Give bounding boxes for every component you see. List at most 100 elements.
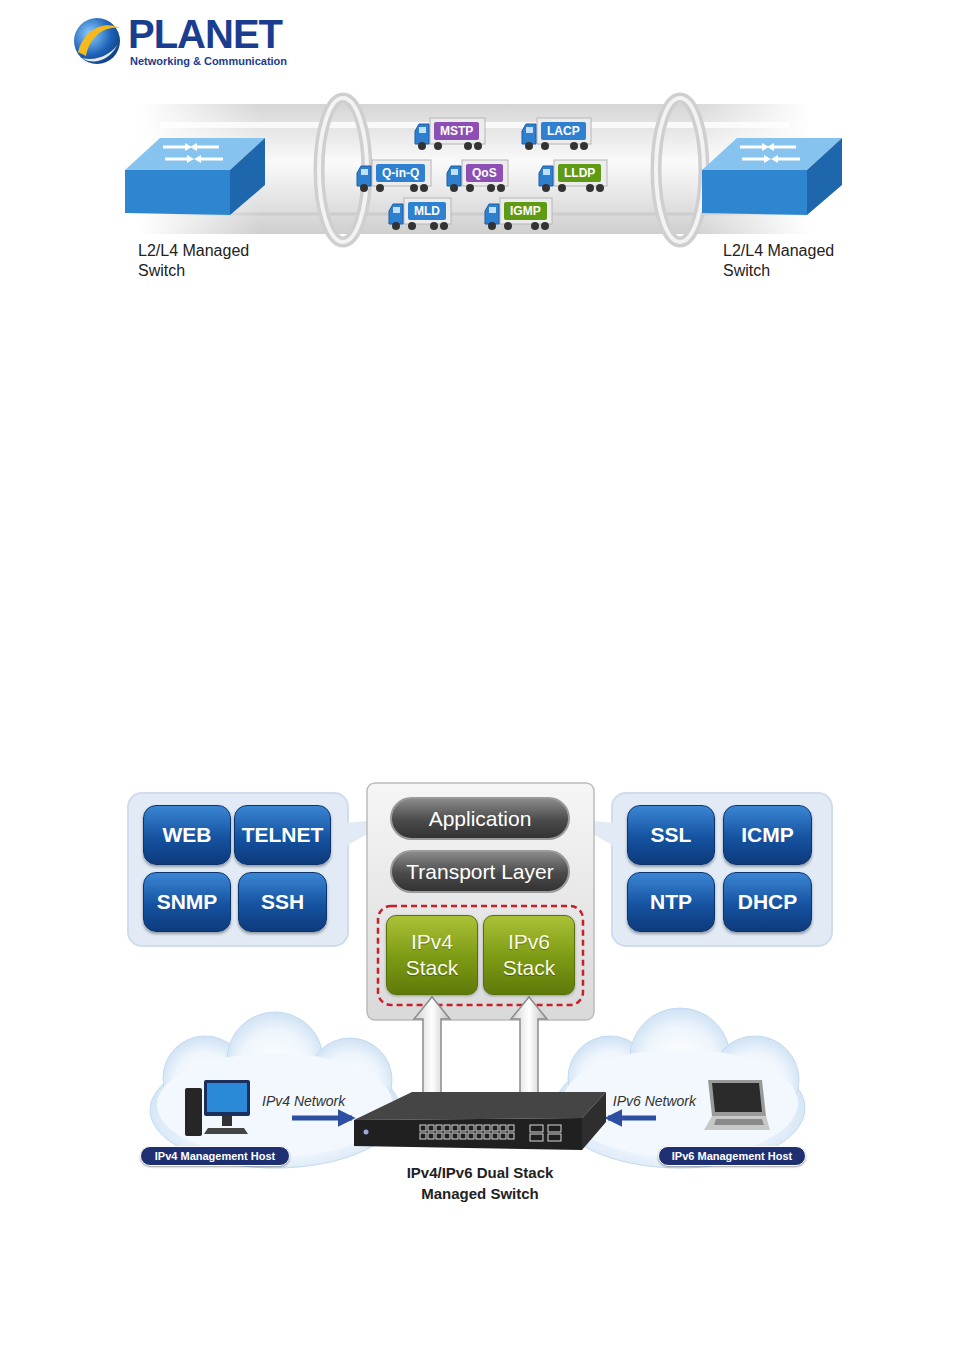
port bbox=[508, 1133, 514, 1139]
port bbox=[500, 1133, 506, 1139]
truck-wheel bbox=[596, 184, 604, 192]
network-tube bbox=[140, 98, 810, 242]
network-tube-part bbox=[656, 98, 704, 242]
truck-cab bbox=[485, 204, 499, 224]
port bbox=[420, 1133, 426, 1139]
protocol-button-text: WEB bbox=[163, 823, 212, 847]
truck-wheel bbox=[558, 184, 566, 192]
truck-wheel bbox=[580, 142, 588, 150]
managed-switch-text: L2/L4 Managed Switch bbox=[723, 241, 853, 281]
truck-window bbox=[451, 169, 458, 175]
protocol-truck: MLD bbox=[387, 197, 452, 231]
switch-arrow bbox=[163, 146, 187, 149]
truck-cargo bbox=[372, 160, 431, 186]
truck-wheel bbox=[408, 222, 416, 230]
truck-wheel bbox=[420, 184, 428, 192]
port bbox=[476, 1125, 482, 1131]
layer-bar-text: Transport Layer bbox=[406, 860, 553, 884]
truck-cargo bbox=[404, 198, 451, 224]
pc-stand bbox=[222, 1116, 232, 1126]
stack-panel bbox=[367, 783, 594, 1020]
truck-wheel bbox=[434, 142, 442, 150]
switch-side bbox=[807, 138, 842, 215]
led bbox=[364, 1130, 369, 1135]
laptop-screen bbox=[712, 1083, 762, 1112]
sfp-port bbox=[548, 1125, 561, 1132]
host-icon bbox=[658, 1078, 806, 1142]
port bbox=[476, 1133, 482, 1139]
port bbox=[436, 1133, 442, 1139]
port bbox=[484, 1125, 490, 1131]
switch-box bbox=[125, 135, 270, 217]
protocol-button-text: DHCP bbox=[738, 890, 798, 914]
protocol-truck: IGMP bbox=[483, 197, 553, 231]
switch-box bbox=[702, 135, 847, 217]
truck-window bbox=[543, 169, 550, 175]
truck-cargo bbox=[500, 198, 552, 224]
port bbox=[468, 1133, 474, 1139]
truck-cab bbox=[357, 166, 371, 186]
managed-switch-text: L2/L4 Managed Switch bbox=[138, 241, 268, 281]
truck-cargo bbox=[554, 160, 607, 186]
truck-wheel bbox=[360, 184, 368, 192]
ip-stack-box-text: IPv6 Stack bbox=[484, 929, 574, 982]
pc-screen bbox=[207, 1083, 247, 1112]
port bbox=[428, 1125, 434, 1131]
truck-window bbox=[393, 207, 400, 213]
switch-front bbox=[125, 170, 230, 215]
truck-cab bbox=[539, 166, 553, 186]
port bbox=[492, 1125, 498, 1131]
protocol-truck-text: LLDP bbox=[558, 164, 601, 182]
truck-wheel bbox=[392, 222, 400, 230]
switch-arrow-head bbox=[194, 155, 201, 163]
port bbox=[428, 1133, 434, 1139]
truck-wheel bbox=[541, 142, 549, 150]
truck-wheel bbox=[570, 142, 578, 150]
truck-cab bbox=[415, 124, 429, 144]
network-label: IPv4 Network bbox=[262, 1093, 345, 1109]
protocol-button: SNMP bbox=[143, 872, 231, 932]
protocol-button-text: SNMP bbox=[157, 890, 218, 914]
dual-stack-switch: IPv4/IPv6 Dual Stack Managed Switch bbox=[350, 1088, 610, 1210]
switch-front bbox=[354, 1118, 582, 1150]
switch-arrow-head bbox=[767, 143, 774, 151]
sfp-port bbox=[530, 1125, 543, 1132]
network-arrow bbox=[608, 1116, 656, 1121]
switch-arrow-head bbox=[187, 155, 194, 163]
truck-wheel bbox=[541, 222, 549, 230]
protocol-truck-text: QoS bbox=[466, 164, 503, 182]
cloud-fill bbox=[157, 1049, 798, 1157]
truck-wheel bbox=[418, 142, 426, 150]
dual-stack-switch-text: IPv4/IPv6 Dual Stack Managed Switch bbox=[375, 1162, 585, 1204]
ip-stack-box-text: IPv4 Stack bbox=[387, 929, 477, 982]
truck-cargo bbox=[430, 118, 485, 144]
network-tube-part bbox=[656, 98, 704, 242]
protocol-button: ICMP bbox=[723, 805, 812, 865]
switch-front bbox=[702, 170, 807, 215]
truck-window bbox=[361, 169, 368, 175]
brand-tagline: Networking & Communication bbox=[130, 55, 287, 68]
truck-cab bbox=[522, 124, 536, 144]
switch-arrow-head bbox=[764, 155, 771, 163]
logo-globe bbox=[74, 18, 120, 64]
pc-keyboard bbox=[204, 1128, 248, 1134]
logo-globe-part bbox=[78, 25, 120, 56]
truck-wheel bbox=[450, 184, 458, 192]
protocol-button-text: ICMP bbox=[741, 823, 794, 847]
protocol-button: NTP bbox=[627, 872, 715, 932]
port bbox=[460, 1133, 466, 1139]
pc-tower bbox=[185, 1088, 202, 1136]
port bbox=[500, 1125, 506, 1131]
sfp-port bbox=[530, 1134, 543, 1141]
laptop-keys bbox=[714, 1119, 764, 1125]
host-icon bbox=[140, 1078, 290, 1142]
switch-arrow-head bbox=[771, 155, 778, 163]
truck-window bbox=[489, 207, 496, 213]
switch-body bbox=[350, 1088, 610, 1154]
truck-wheel bbox=[504, 222, 512, 230]
truck-wheel bbox=[464, 142, 472, 150]
layer-bar-text: Application bbox=[429, 807, 532, 831]
truck-wheel bbox=[586, 184, 594, 192]
logo-globe-part bbox=[74, 18, 120, 64]
